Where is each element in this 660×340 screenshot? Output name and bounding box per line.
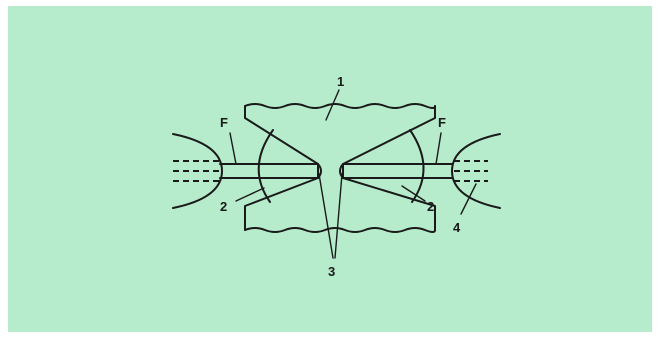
block-top-edge — [244, 103, 436, 109]
leader-lens-left — [235, 187, 265, 202]
label-lens-left: 2 — [220, 199, 227, 214]
block-right-side — [342, 105, 436, 231]
leader-tips-a — [318, 173, 334, 259]
label-fiber-left: F — [220, 115, 228, 130]
leader-fiber-right — [435, 132, 442, 165]
label-block: 1 — [337, 74, 344, 89]
leader-tips-b — [334, 173, 343, 259]
label-tips: 3 — [328, 264, 335, 279]
connector-left-arc — [172, 133, 223, 209]
lens-left-arc — [257, 129, 274, 203]
block-bottom-edge — [244, 227, 436, 233]
figure-panel: 1 F F 2 2 3 4 — [8, 6, 652, 332]
label-connector: 4 — [453, 220, 461, 235]
connector-right-arc — [451, 133, 501, 209]
fiber-splice-diagram: 1 F F 2 2 3 4 — [172, 74, 501, 279]
leader-block — [325, 89, 340, 121]
leader-lens-right — [401, 185, 426, 202]
leader-connector — [460, 183, 477, 215]
connector-left-dashes — [173, 160, 220, 182]
fiber-right — [342, 163, 453, 179]
connector-right-dashes — [454, 160, 488, 182]
lens-right-arc — [409, 129, 425, 203]
fiber-left — [219, 163, 319, 179]
leader-fiber-left — [229, 132, 237, 165]
block-left-side — [244, 105, 319, 231]
label-lens-right: 2 — [427, 199, 434, 214]
label-fiber-right: F — [438, 115, 446, 130]
